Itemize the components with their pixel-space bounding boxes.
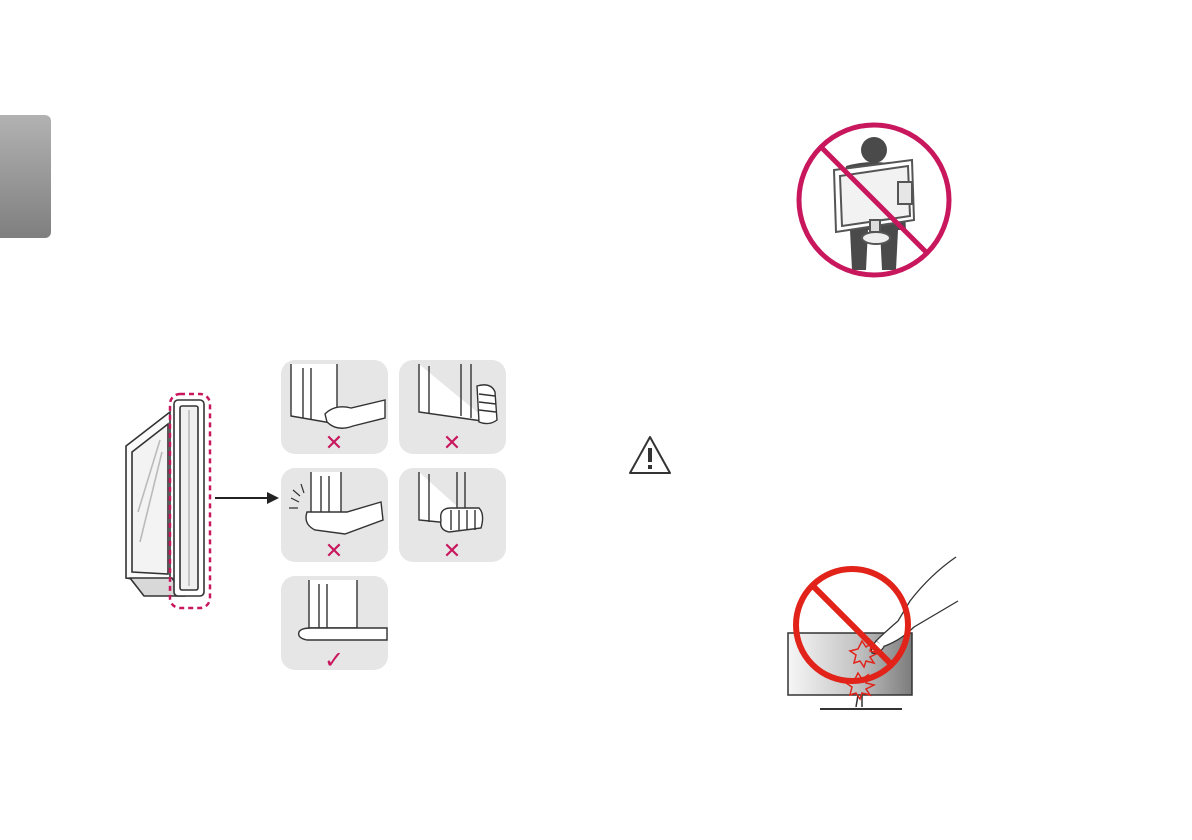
wrong-mark-icon: ✕: [443, 431, 461, 454]
arrow-right-icon: [215, 490, 281, 506]
wrong-mark-icon: ✕: [325, 539, 343, 562]
grip-panel-1: ✕: [281, 360, 388, 454]
correct-mark-icon: ✓: [324, 646, 344, 670]
no-carrying-illustration: [794, 120, 954, 280]
grip-panel-5: ✓: [281, 576, 388, 670]
grip-panel-3: ✕: [281, 468, 388, 562]
wrong-mark-icon: ✕: [443, 539, 461, 562]
wrong-mark-icon: ✕: [325, 431, 343, 454]
language-side-tab: [0, 115, 51, 238]
grip-panel-4: ✕: [399, 468, 506, 562]
monitor-side-view: [118, 392, 218, 614]
warning-burst-icon: [289, 484, 304, 508]
caution-triangle-icon: [627, 434, 673, 476]
grip-panel-2: ✕: [399, 360, 506, 454]
no-pressing-screen-illustration: [780, 555, 960, 715]
